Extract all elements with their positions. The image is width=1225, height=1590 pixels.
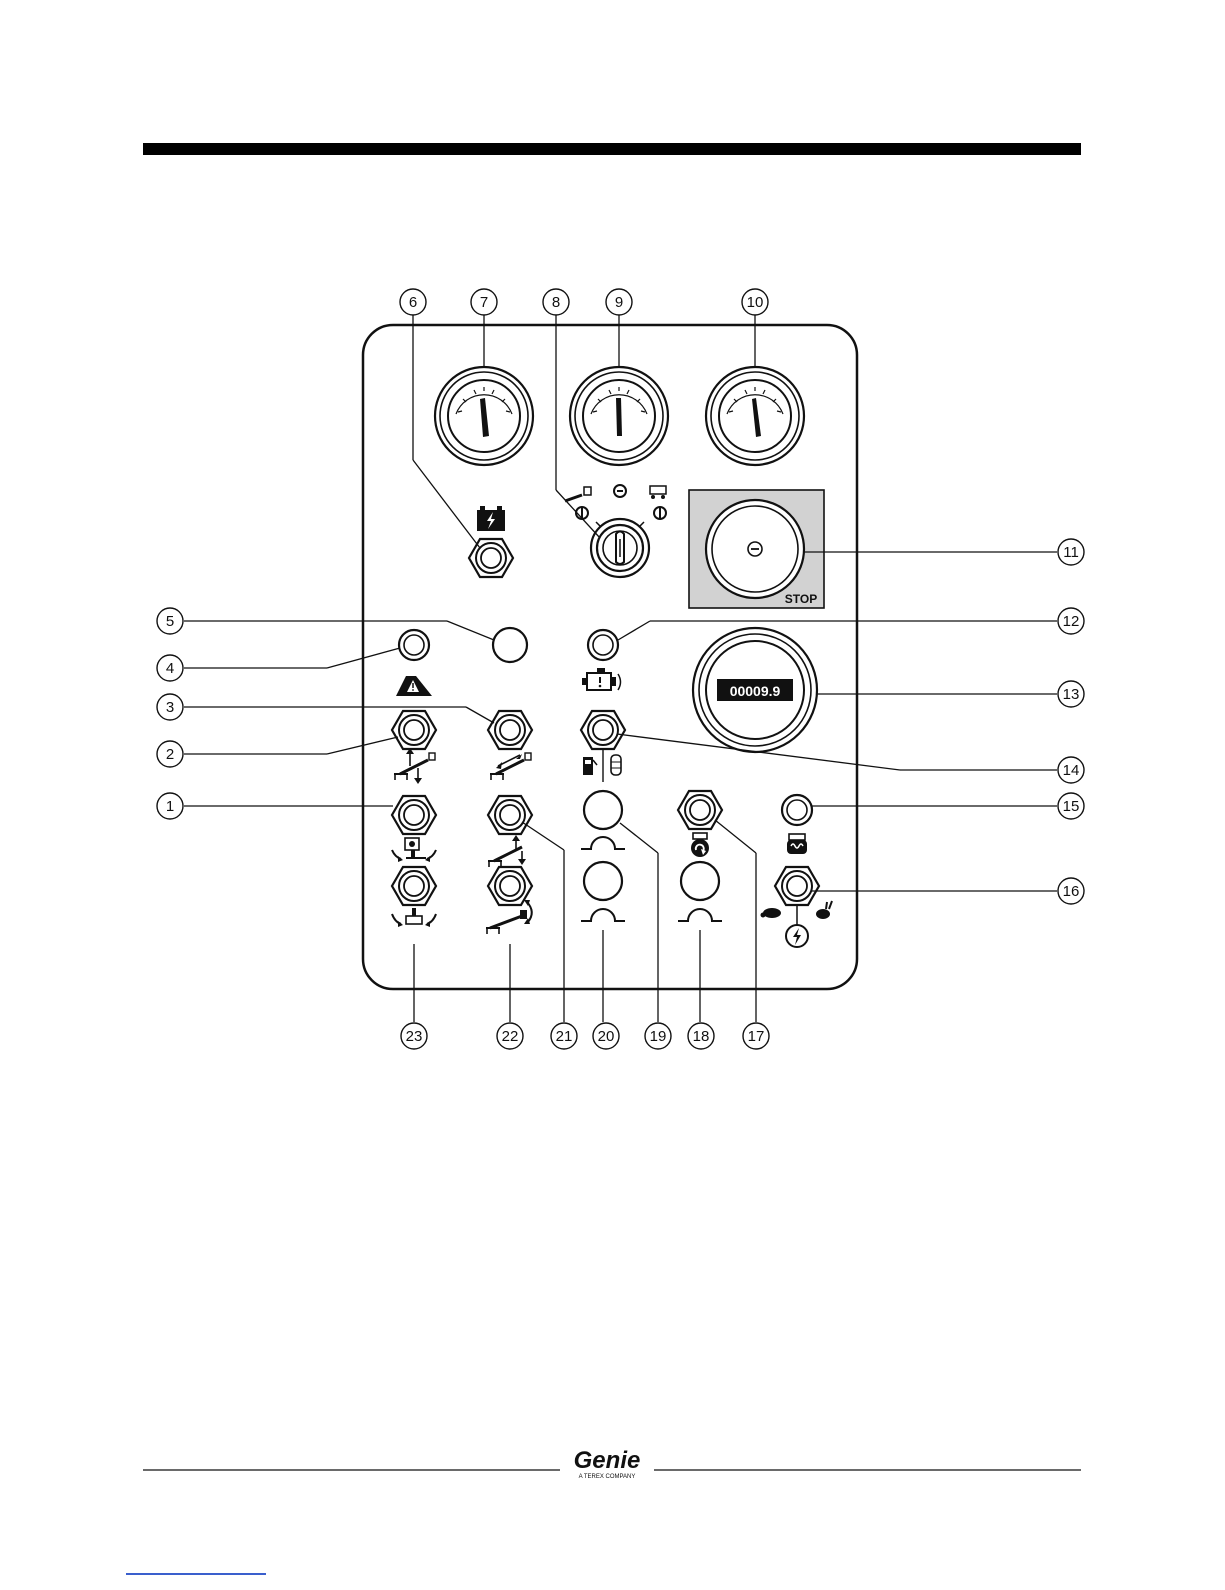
callout-9: 9: [606, 289, 632, 315]
callout-13: 13: [1058, 681, 1084, 707]
svg-text:14: 14: [1063, 762, 1080, 779]
stop-label: STOP: [785, 592, 817, 606]
key-switch[interactable]: [591, 519, 649, 577]
function-enable-button[interactable]: [584, 791, 622, 829]
svg-text:3: 3: [166, 699, 174, 716]
callout-1: 1: [157, 793, 183, 819]
svg-text:12: 12: [1063, 613, 1080, 630]
engine-start-switch[interactable]: [678, 791, 722, 829]
svg-text:Genie: Genie: [574, 1447, 641, 1474]
callout-19: 19: [645, 1023, 671, 1049]
svg-text:17: 17: [748, 1028, 765, 1045]
callout-8: 8: [543, 289, 569, 315]
svg-text:2: 2: [166, 746, 174, 763]
fuel-select-switch[interactable]: [581, 711, 625, 749]
callout-2: 2: [157, 741, 183, 767]
engine-idle-select-switch[interactable]: [775, 867, 819, 905]
svg-text:1: 1: [166, 798, 174, 815]
svg-text:10: 10: [747, 294, 764, 311]
gauge-center: [570, 367, 668, 465]
glow-plug-light: [782, 795, 812, 825]
svg-text:19: 19: [650, 1028, 667, 1045]
turtle-icon: [763, 908, 781, 918]
svg-text:5: 5: [166, 613, 174, 630]
turntable-rotate-switch[interactable]: [392, 796, 436, 834]
battery-switch[interactable]: [469, 539, 513, 577]
callout-22: 22: [497, 1023, 523, 1049]
svg-text:16: 16: [1063, 883, 1080, 900]
callout-15: 15: [1058, 793, 1084, 819]
callout-14: 14: [1058, 757, 1084, 783]
check-engine-light: [588, 630, 618, 660]
engine-speed-button[interactable]: [681, 862, 719, 900]
svg-text:21: 21: [556, 1028, 573, 1045]
svg-text:8: 8: [552, 294, 560, 311]
svg-text:A TEREX COMPANY: A TEREX COMPANY: [579, 1474, 636, 1480]
auxiliary-light: [493, 628, 527, 662]
tilt-alarm-light: [399, 630, 429, 660]
callout-20: 20: [593, 1023, 619, 1049]
genie-logo: Genie A TEREX COMPANY: [574, 1447, 641, 1480]
svg-text:23: 23: [406, 1028, 423, 1045]
svg-text:6: 6: [409, 294, 417, 311]
callout-10: 10: [742, 289, 768, 315]
emergency-stop[interactable]: STOP: [689, 490, 824, 608]
callout-3: 3: [157, 694, 183, 720]
hour-meter: 00009.9: [693, 628, 817, 752]
svg-text:11: 11: [1063, 544, 1079, 561]
callout-18: 18: [688, 1023, 714, 1049]
svg-text:15: 15: [1063, 798, 1080, 815]
svg-text:18: 18: [693, 1028, 710, 1045]
svg-text:22: 22: [502, 1028, 519, 1045]
svg-text:13: 13: [1063, 686, 1080, 703]
jib-boom-switch[interactable]: [488, 867, 532, 905]
boom-extend-retract-switch[interactable]: [488, 711, 532, 749]
callout-4: 4: [157, 655, 183, 681]
callout-6: 6: [400, 289, 426, 315]
boom-up-down-switch[interactable]: [392, 711, 436, 749]
svg-text:4: 4: [166, 660, 174, 677]
primary-boom-switch[interactable]: [488, 796, 532, 834]
gauge-right: [706, 367, 804, 465]
platform-rotate-switch[interactable]: [392, 867, 436, 905]
callout-5: 5: [157, 608, 183, 634]
svg-text:9: 9: [615, 294, 623, 311]
callout-11: 11: [1058, 539, 1084, 565]
hour-meter-reading: 00009.9: [730, 683, 781, 699]
callout-17: 17: [743, 1023, 769, 1049]
svg-text:20: 20: [598, 1028, 615, 1045]
callout-21: 21: [551, 1023, 577, 1049]
header-rule: [143, 143, 1081, 155]
auxiliary-pump-button[interactable]: [584, 862, 622, 900]
gauge-left: [435, 367, 533, 465]
callout-12: 12: [1058, 608, 1084, 634]
page-link-underline[interactable]: [126, 1573, 266, 1575]
callout-23: 23: [401, 1023, 427, 1049]
callout-16: 16: [1058, 878, 1084, 904]
svg-text:7: 7: [480, 294, 488, 311]
callout-7: 7: [471, 289, 497, 315]
